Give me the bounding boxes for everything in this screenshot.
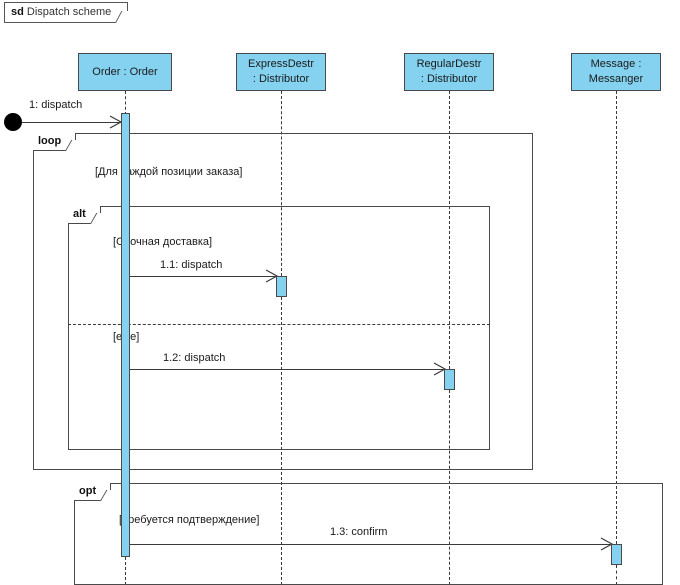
- fragment-operator-text: loop: [38, 135, 62, 147]
- lifeline-label-line2: : Distributor: [420, 73, 478, 85]
- lifeline-head-messenger[interactable]: Message : Messanger: [571, 53, 661, 91]
- lifeline-stem-expressdestr-lower: [281, 297, 282, 585]
- fragment-loop-operator-label: loop: [33, 133, 83, 151]
- lifeline-stem-messenger-lower: [616, 565, 617, 585]
- diagram-name: Dispatch scheme: [26, 6, 112, 18]
- diagram-frame-label: sd Dispatch scheme: [4, 2, 135, 23]
- message-label-1-1: 1.1: dispatch: [160, 259, 223, 271]
- lifeline-label-line1: ExpressDestr: [247, 58, 315, 70]
- lifeline-stem-messenger: [616, 91, 617, 544]
- message-line-1[interactable]: [22, 122, 121, 123]
- activation-bar-expressdestr[interactable]: [276, 276, 287, 297]
- lifeline-label-line2: : Distributor: [252, 73, 310, 85]
- lifeline-stem-regulardestr: [449, 91, 450, 369]
- message-label-1-2: 1.2: dispatch: [163, 352, 226, 364]
- message-line-1-1[interactable]: [129, 276, 277, 277]
- lifeline-label-line1: Message :: [590, 58, 642, 70]
- lifeline-stem-order-lower: [125, 557, 126, 585]
- message-label-1: 1: dispatch: [29, 99, 83, 111]
- fragment-alt[interactable]: [68, 206, 490, 450]
- fragment-alt-divider: [68, 324, 490, 325]
- lifeline-head-order[interactable]: Order : Order: [78, 53, 172, 91]
- lifeline-stem-order: [125, 91, 126, 115]
- lifeline-stem-regulardestr-lower: [449, 390, 450, 585]
- fragment-loop-guard: [Для каждой позиции заказа]: [95, 166, 243, 178]
- lifeline-label-line1: Order : Order: [92, 65, 158, 78]
- fragment-alt-guard-1: [Срочная доставка]: [113, 236, 213, 248]
- found-message-start-node: [4, 113, 22, 131]
- fragment-alt-operator-label: alt: [68, 206, 108, 224]
- fragment-opt-guard: [Требуется подтверждение]: [119, 514, 260, 526]
- lifeline-head-expressdestr[interactable]: ExpressDestr : Distributor: [236, 53, 326, 91]
- message-label-1-3: 1.3: confirm: [330, 526, 388, 538]
- diagram-kind-keyword: sd: [11, 6, 24, 18]
- fragment-loop[interactable]: [33, 133, 533, 470]
- message-arrowhead-1: [108, 115, 122, 129]
- lifeline-label-line1: RegularDestr: [416, 58, 482, 70]
- lifeline-label-line2: Messanger: [588, 73, 644, 85]
- fragment-operator-text: opt: [79, 485, 97, 497]
- lifeline-stem-expressdestr: [281, 91, 282, 276]
- activation-bar-regulardestr[interactable]: [444, 369, 455, 390]
- fragment-opt-operator-label: opt: [74, 483, 118, 501]
- activation-bar-messenger[interactable]: [611, 544, 622, 565]
- lifeline-head-regulardestr[interactable]: RegularDestr : Distributor: [404, 53, 494, 91]
- message-line-1-3[interactable]: [129, 544, 612, 545]
- fragment-operator-text: alt: [73, 208, 86, 220]
- message-line-1-2[interactable]: [129, 369, 445, 370]
- activation-bar-order[interactable]: [121, 113, 130, 557]
